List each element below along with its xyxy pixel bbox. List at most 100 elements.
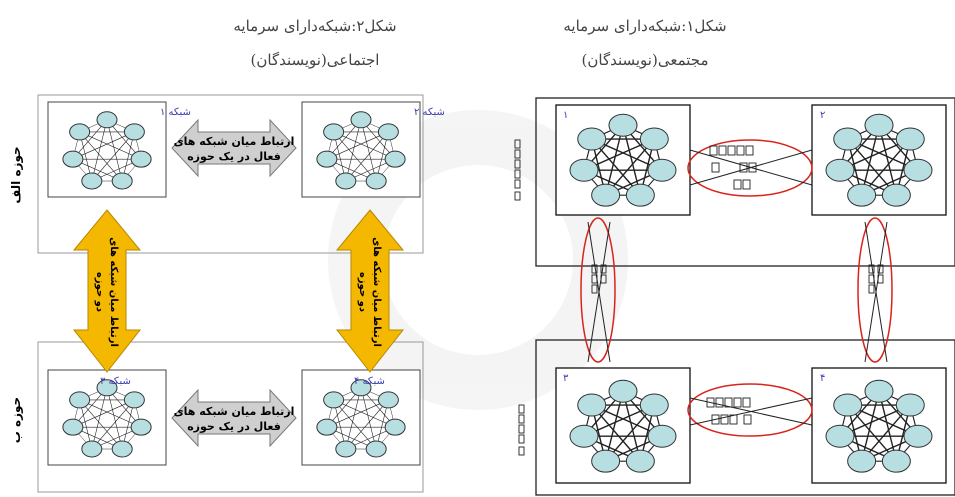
network-node bbox=[864, 113, 894, 137]
network-node bbox=[81, 172, 103, 190]
network-node bbox=[825, 158, 855, 182]
network-node bbox=[111, 172, 133, 190]
fig2-inter-right-line2: دو حوزه bbox=[357, 272, 368, 312]
network-node bbox=[69, 391, 91, 409]
fig2-network-4 bbox=[316, 379, 406, 458]
network-edge bbox=[72, 399, 135, 428]
fig2-net3-label: شبکه ۳ bbox=[100, 376, 131, 387]
network-node bbox=[569, 158, 599, 182]
fig1-intra-ellipse-top bbox=[687, 139, 813, 197]
fig2-intra-arrow-bottom bbox=[171, 388, 297, 448]
fig2-zone-b-label: حوزه ب bbox=[9, 397, 24, 443]
fig2-network-3 bbox=[62, 379, 152, 458]
fig1-inter-ellipse-right bbox=[857, 217, 893, 363]
fig1-network-1 bbox=[569, 113, 677, 207]
network-edge bbox=[333, 399, 377, 450]
network-node bbox=[647, 424, 677, 448]
fig2-caption-line1: شکل۲:شبکه‌دارای سرمایه bbox=[233, 17, 397, 35]
fig2-caption: شکل۲:شبکه‌دارای سرمایه اجتماعی(نویسندگان… bbox=[215, 14, 415, 72]
network-edge bbox=[91, 131, 135, 182]
network-edge bbox=[360, 387, 378, 450]
fig2-net1-label: شبکه ۱ bbox=[160, 107, 191, 118]
fig1-caption-line2: مجتمعی(نویسندگان) bbox=[581, 51, 709, 69]
network-node bbox=[895, 127, 925, 151]
network-edge bbox=[622, 391, 643, 463]
network-node bbox=[833, 393, 863, 417]
network-edge bbox=[106, 119, 124, 182]
network-edge bbox=[878, 125, 899, 197]
network-node bbox=[577, 393, 607, 417]
network-node bbox=[130, 418, 152, 436]
network-node bbox=[335, 440, 357, 458]
network-node bbox=[833, 127, 863, 151]
network-node bbox=[625, 183, 655, 207]
network-node bbox=[377, 391, 399, 409]
fig1-network-3 bbox=[569, 379, 677, 473]
network-node bbox=[825, 424, 855, 448]
fig2-zone-b-panel bbox=[37, 341, 424, 493]
network-node bbox=[903, 158, 933, 182]
fig2-inter-right-line1: ارتباط میان شبکه های bbox=[371, 237, 382, 347]
network-node bbox=[335, 172, 357, 190]
network-node bbox=[895, 393, 925, 417]
network-node bbox=[591, 183, 621, 207]
network-node bbox=[608, 379, 638, 403]
network-node bbox=[591, 449, 621, 473]
fig2-intra-top-line1: ارتباط میان شبکه های bbox=[174, 135, 295, 148]
fig2-network-2 bbox=[316, 111, 406, 190]
network-edge bbox=[859, 391, 880, 463]
network-node bbox=[608, 113, 638, 137]
network-node bbox=[316, 418, 338, 436]
network-edge bbox=[326, 399, 389, 428]
fig2-inter-arrow-left bbox=[72, 209, 142, 373]
network-edge bbox=[106, 387, 124, 450]
fig2-intra-bottom-line2: فعال در یک حوزه bbox=[187, 420, 281, 433]
fig1-glyph-placeholders bbox=[514, 139, 884, 456]
network-edge bbox=[333, 131, 396, 160]
fig2-net2-label: شبکه ۲ bbox=[414, 107, 445, 118]
network-node bbox=[62, 418, 84, 436]
fig2-inter-arrow-right bbox=[335, 209, 405, 373]
network-node bbox=[350, 379, 372, 397]
network-node bbox=[323, 123, 345, 141]
network-edge bbox=[603, 391, 624, 463]
fig1-caption: شکل۱:شبکه‌دارای سرمایه مجتمعی(نویسندگان) bbox=[545, 14, 745, 72]
network-node bbox=[365, 440, 387, 458]
network-node bbox=[350, 111, 372, 129]
network-node bbox=[81, 440, 103, 458]
network-edge bbox=[79, 131, 142, 160]
network-node bbox=[569, 424, 599, 448]
fig1-net1-label: ۱ bbox=[563, 110, 568, 121]
network-edge bbox=[333, 399, 396, 428]
network-node bbox=[96, 111, 118, 129]
network-node bbox=[625, 449, 655, 473]
network-node bbox=[881, 449, 911, 473]
network-edge bbox=[859, 125, 880, 197]
network-node bbox=[847, 183, 877, 207]
network-node bbox=[903, 424, 933, 448]
network-node bbox=[365, 172, 387, 190]
fig1-intra-ellipse-bottom bbox=[687, 383, 813, 437]
fig2-intra-arrow-top bbox=[171, 118, 297, 178]
fig2-zone-a-label: حوزه الف bbox=[9, 146, 24, 203]
fig2-inter-left-line2: دو حوزه bbox=[94, 272, 105, 312]
fig1-inter-ellipse-left bbox=[580, 217, 616, 363]
fig2-intra-top-line2: فعال در یک حوزه bbox=[187, 150, 281, 163]
network-edge bbox=[622, 125, 643, 197]
network-node bbox=[881, 183, 911, 207]
network-edge bbox=[79, 399, 142, 428]
fig1-connector-lines bbox=[587, 149, 888, 426]
network-node bbox=[639, 393, 669, 417]
fig1-caption-line1: شکل۱:شبکه‌دارای سرمایه bbox=[563, 17, 727, 35]
fig2-intra-bottom-line1: ارتباط میان شبکه های bbox=[174, 405, 295, 418]
network-edge bbox=[345, 131, 389, 182]
network-node bbox=[847, 449, 877, 473]
fig1-net2-label: ۲ bbox=[820, 110, 825, 121]
network-edge bbox=[603, 125, 624, 197]
network-edge bbox=[878, 391, 899, 463]
network-node bbox=[96, 379, 118, 397]
network-node bbox=[69, 123, 91, 141]
fig1-zone-b-panel bbox=[535, 339, 955, 496]
network-edge bbox=[72, 131, 135, 160]
network-node bbox=[62, 150, 84, 168]
